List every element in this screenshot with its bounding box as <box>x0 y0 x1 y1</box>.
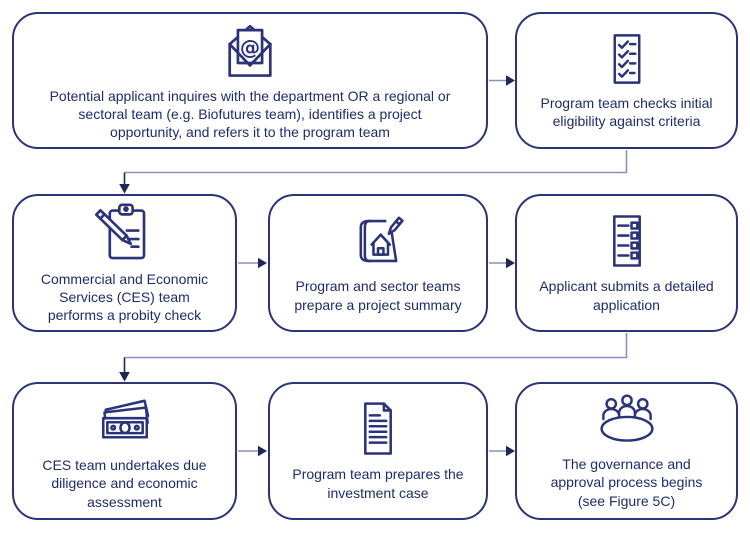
arrowhead-step3-step4 <box>258 257 267 269</box>
flow-step-probity: Commercial and Economic Services (CES) t… <box>12 194 237 332</box>
flow-step-summary: Program and sector teams prepare a proje… <box>268 194 488 332</box>
application-form-icon <box>612 215 641 268</box>
flow-step-investment-case-text: Program team prepares the investment cas… <box>292 466 464 501</box>
flow-step-eligibility: Program team checks initial eligibility … <box>515 12 738 149</box>
connector-arrowheads <box>119 75 515 457</box>
flow-step-summary-text: Program and sector teams prepare a proje… <box>294 278 462 313</box>
flow-step-due-diligence: CES team undertakes due diligence and ec… <box>12 382 237 520</box>
flow-step-application-text: Applicant submits a detailed application <box>539 278 714 313</box>
flow-step-eligibility-text: Program team checks initial eligibility … <box>540 94 713 129</box>
banknotes-icon <box>101 399 149 439</box>
elbow-line-step2-step3 <box>124 150 628 174</box>
arrowhead-step7-step8 <box>506 445 515 457</box>
flow-step-application: Applicant submits a detailed application <box>515 194 738 332</box>
flow-step-governance-text: The governance and approval process begi… <box>550 456 703 509</box>
flow-step-investment-case: Program team prepares the investment cas… <box>268 382 488 520</box>
arrowhead-step1-step2 <box>506 75 515 86</box>
flow-step-governance: The governance and approval process begi… <box>515 382 738 520</box>
flow-step-inquiry: @ Potential applicant inquires with the … <box>12 12 488 149</box>
arrowhead-step6-step7 <box>258 445 267 457</box>
checklist-icon <box>613 34 640 84</box>
meeting-table-icon <box>599 394 654 443</box>
clipboard-pencil-icon <box>94 203 145 260</box>
arrowhead-step5-step6 <box>119 372 130 382</box>
flow-step-inquiry-text: Potential applicant inquires with the de… <box>49 87 451 140</box>
elbow-line-step5-step6 <box>124 333 628 359</box>
arrowhead-step2-step3 <box>119 184 130 194</box>
flow-step-due-diligence-text: CES team undertakes due diligence and ec… <box>42 457 207 510</box>
document-icon <box>364 402 392 456</box>
flow-step-probity-text: Commercial and Economic Services (CES) t… <box>40 270 209 323</box>
blueprint-pencil-icon <box>359 216 404 263</box>
svg-text:@: @ <box>240 35 260 59</box>
connector-lines <box>123 79 628 452</box>
open-email-icon: @ <box>228 24 272 77</box>
arrowhead-step4-step5 <box>506 257 515 269</box>
